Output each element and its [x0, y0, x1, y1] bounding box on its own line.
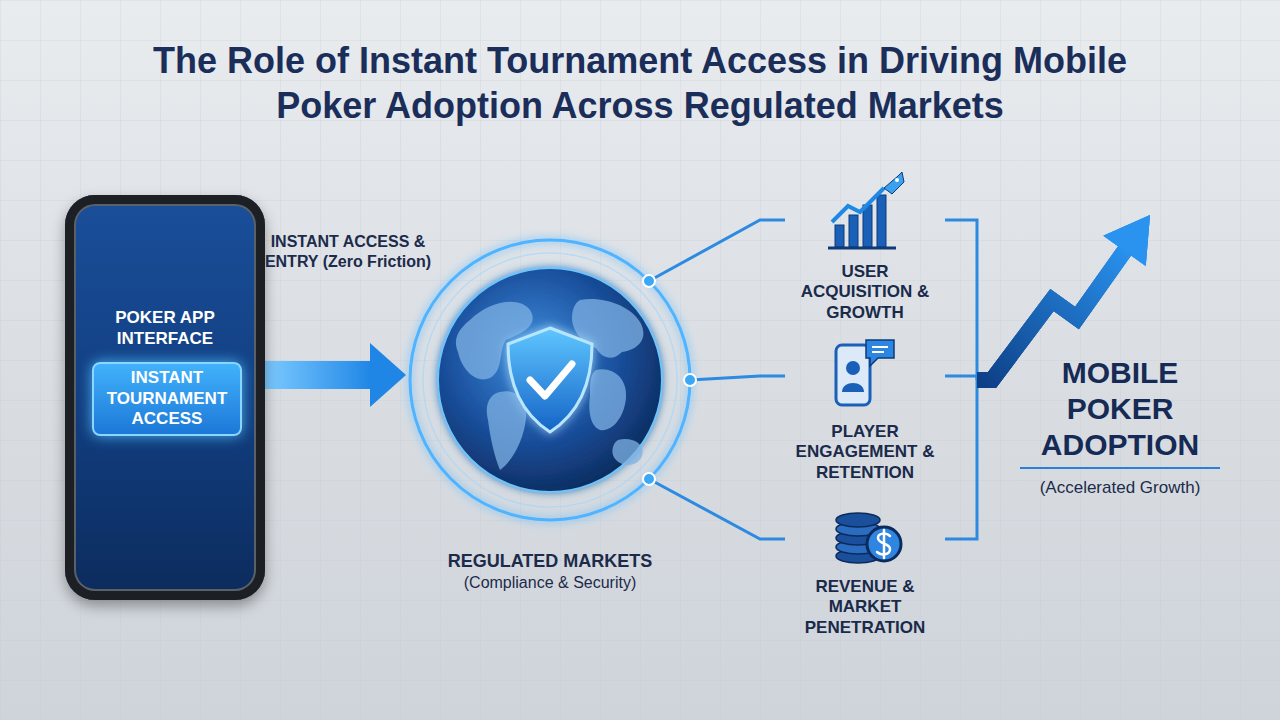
goal-node: MOBILE POKER ADOPTION (Accelerated Growth… — [1005, 215, 1235, 515]
benefit-item: PLAYER ENGAGEMENT & RETENTION — [785, 330, 945, 490]
bracket-line — [945, 220, 977, 380]
connector — [684, 374, 785, 386]
node-text: POKER APP INTERFACE — [87, 307, 243, 350]
node-text: REVENUE & MARKET PENETRATION — [785, 577, 945, 638]
diagram-title: The Role of Instant Tournament Access in… — [140, 38, 1140, 128]
node-text: (Accelerated Growth) — [1005, 477, 1235, 499]
node-text: INSTANT TOURNAMENT ACCESS — [100, 368, 234, 429]
connector — [945, 215, 1150, 380]
connector — [643, 473, 785, 539]
edge-label: INSTANT ACCESS & ENTRY (Zero Friction) — [258, 232, 438, 272]
bracket-line — [945, 376, 977, 380]
connector-line — [649, 479, 785, 539]
globe-node: REGULATED MARKETS(Compliance & Security) — [438, 268, 662, 492]
connector-dot — [643, 473, 655, 485]
connector — [945, 215, 1150, 380]
engagement-icon — [836, 340, 894, 405]
arrow-head — [370, 343, 406, 407]
node-text: (Compliance & Security) — [380, 573, 720, 594]
label-group: REGULATED MARKETS(Compliance & Security) — [380, 550, 720, 594]
globe — [410, 240, 690, 520]
arrow-shaft — [265, 361, 372, 389]
node-text: REGULATED MARKETS — [380, 550, 720, 573]
phone-node: POKER APP INTERFACE INSTANT TOURNAMENT AC… — [65, 195, 265, 600]
connector — [643, 220, 785, 287]
connector — [265, 343, 406, 407]
connector-dot — [643, 275, 655, 287]
access-button: INSTANT TOURNAMENT ACCESS — [92, 362, 242, 436]
arrow-head — [1103, 215, 1150, 266]
node-text: USER ACQUISITION & GROWTH — [785, 262, 945, 323]
coins-icon — [836, 513, 901, 563]
connector-line — [649, 220, 785, 281]
growth-chart-icon — [828, 172, 904, 248]
bracket-line — [945, 380, 977, 539]
benefit-item: USER ACQUISITION & GROWTH — [785, 178, 945, 328]
connector-line — [690, 376, 785, 380]
connector-dot — [684, 374, 696, 386]
node-text: PLAYER ENGAGEMENT & RETENTION — [785, 422, 945, 483]
node-text: MOBILE POKER ADOPTION — [1020, 355, 1220, 469]
benefit-item: REVENUE & MARKET PENETRATION — [785, 495, 945, 645]
